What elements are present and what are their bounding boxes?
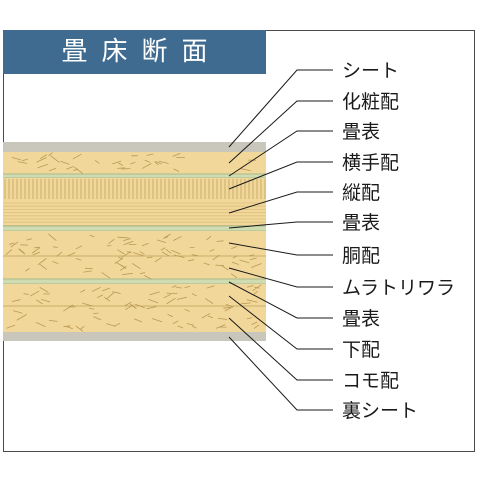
layer-label: 胴配 xyxy=(342,245,380,267)
straw-fibers xyxy=(5,152,262,332)
layer-horizontal-straw xyxy=(3,178,266,200)
leader-line xyxy=(228,69,333,148)
cross-section-layers xyxy=(3,142,266,341)
layer-mat-surface-3 xyxy=(3,279,266,284)
leader-lines xyxy=(228,69,333,411)
layer-label: シート xyxy=(342,60,399,82)
leader-line xyxy=(228,161,333,190)
layer-label: 縦配 xyxy=(342,182,380,204)
leader-line xyxy=(228,281,333,319)
leader-line xyxy=(228,100,333,164)
layer-sheet xyxy=(3,142,266,152)
horizontal-hatching xyxy=(3,202,266,226)
diagram-title: 畳床断面 xyxy=(61,37,222,67)
vertical-hatching xyxy=(4,179,266,199)
leader-line xyxy=(228,267,333,288)
leader-line xyxy=(228,317,333,381)
title-banner: 畳床断面 xyxy=(3,30,266,74)
layer-body-straw xyxy=(3,231,266,279)
layer-label: ムラトリワラ xyxy=(342,277,455,299)
layer-label: 畳表 xyxy=(342,308,380,330)
layer-label: 裏シート xyxy=(342,400,418,422)
leader-line xyxy=(228,242,333,256)
layer-mat-surface-2 xyxy=(3,226,266,231)
layer-decorative-straw xyxy=(3,152,266,174)
leader-line xyxy=(228,191,333,214)
layer-label: コモ配 xyxy=(342,370,399,392)
layer-mat-surface-1 xyxy=(3,174,266,178)
leader-line xyxy=(228,336,333,411)
layer-back-sheet xyxy=(3,332,266,341)
layer-label: 横手配 xyxy=(342,152,399,174)
layer-label: 畳表 xyxy=(342,121,380,143)
layer-label: 下配 xyxy=(342,339,380,361)
leader-line xyxy=(228,295,333,350)
layer-lower-straw xyxy=(3,284,266,332)
layer-label: 畳表 xyxy=(342,212,380,234)
leader-line xyxy=(228,130,333,177)
layer-label: 化粧配 xyxy=(342,91,399,113)
leader-line xyxy=(228,221,333,229)
